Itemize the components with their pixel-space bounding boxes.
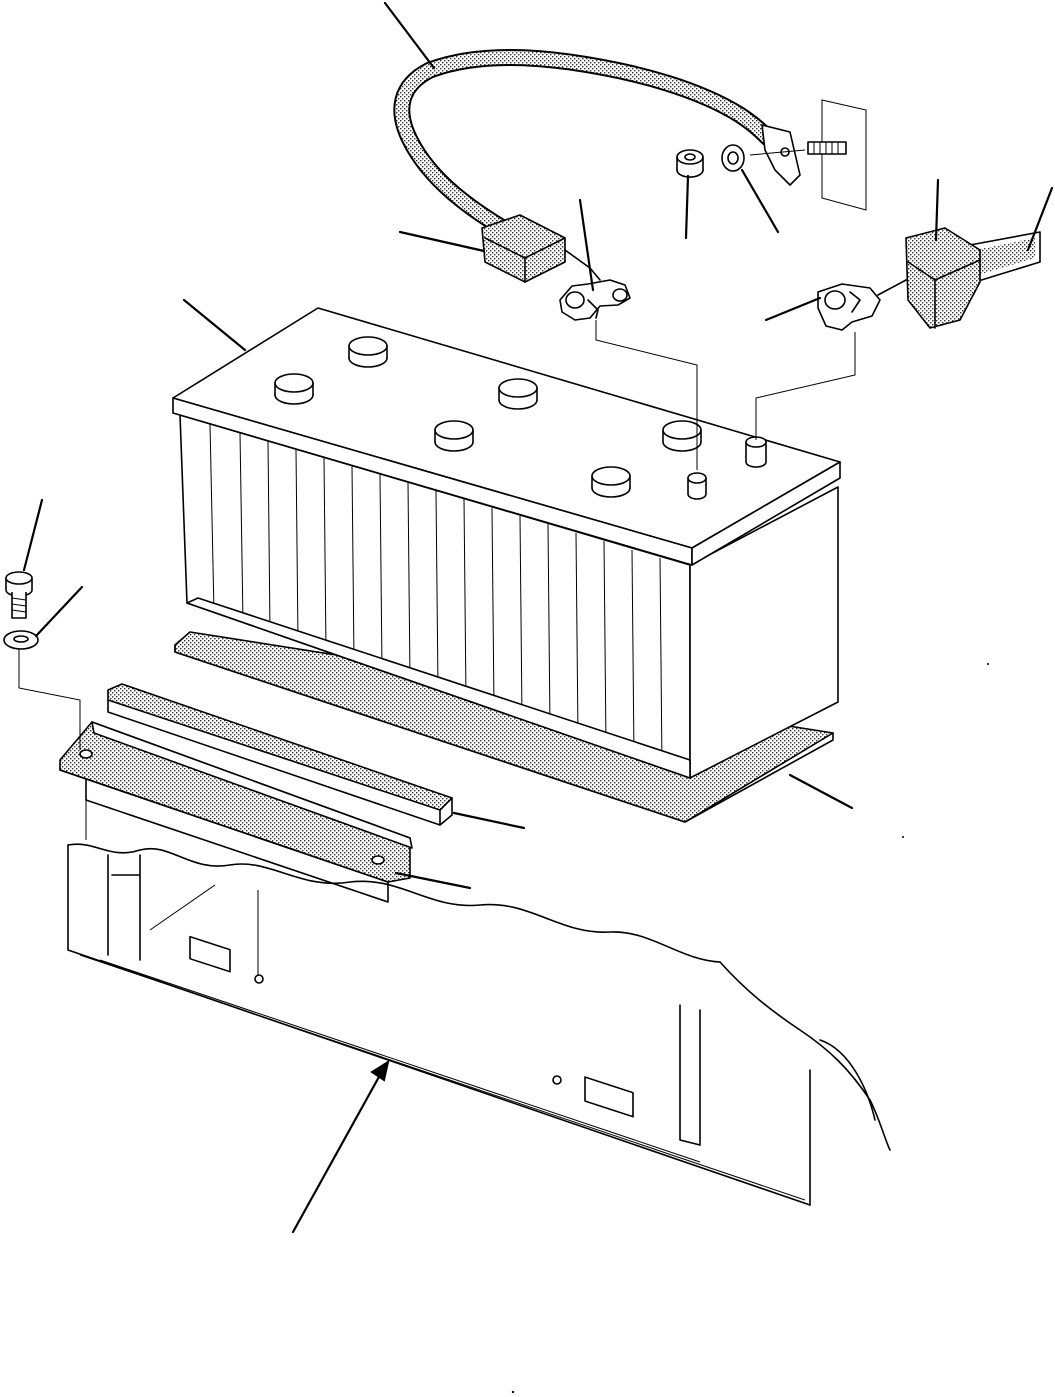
callout-leader (394, 871, 472, 890)
battery-tray-frame (67, 843, 891, 1206)
nut (676, 149, 704, 178)
terminal-posts (687, 436, 767, 500)
washer (721, 144, 745, 172)
callout-leader (22, 498, 44, 572)
assembly-guides (18, 320, 856, 840)
callout-leader (1026, 186, 1054, 252)
callout-leader (398, 230, 486, 253)
bolt-top (749, 99, 867, 211)
battery (172, 307, 841, 779)
callout-leader (740, 168, 780, 234)
filler-caps (274, 336, 702, 498)
frame-arrow (291, 1073, 382, 1234)
callout-leader (34, 585, 84, 638)
bolt-left (5, 571, 33, 619)
callout-leader (934, 178, 940, 242)
terminal-clamp-right (817, 283, 881, 331)
frame-arrow-head (370, 1059, 390, 1082)
callout-leader (764, 296, 822, 322)
washer-left (3, 630, 39, 650)
battery-mat (174, 631, 834, 823)
hold-down-bracket (59, 721, 413, 903)
positive-cable (393, 48, 801, 247)
callout-leader (788, 773, 854, 810)
bracket-pad (107, 683, 453, 826)
cable-right (969, 231, 1041, 283)
callout-leader (182, 298, 247, 352)
cable-boot-left (481, 214, 601, 283)
callout-leader (684, 174, 690, 240)
callout-leader (578, 198, 595, 292)
terminal-clamp-left (559, 279, 631, 321)
callout-leaders (22, 1, 1054, 1234)
callout-leader (452, 811, 526, 830)
cable-boot-right (877, 227, 981, 329)
callout-leader (383, 1, 436, 70)
